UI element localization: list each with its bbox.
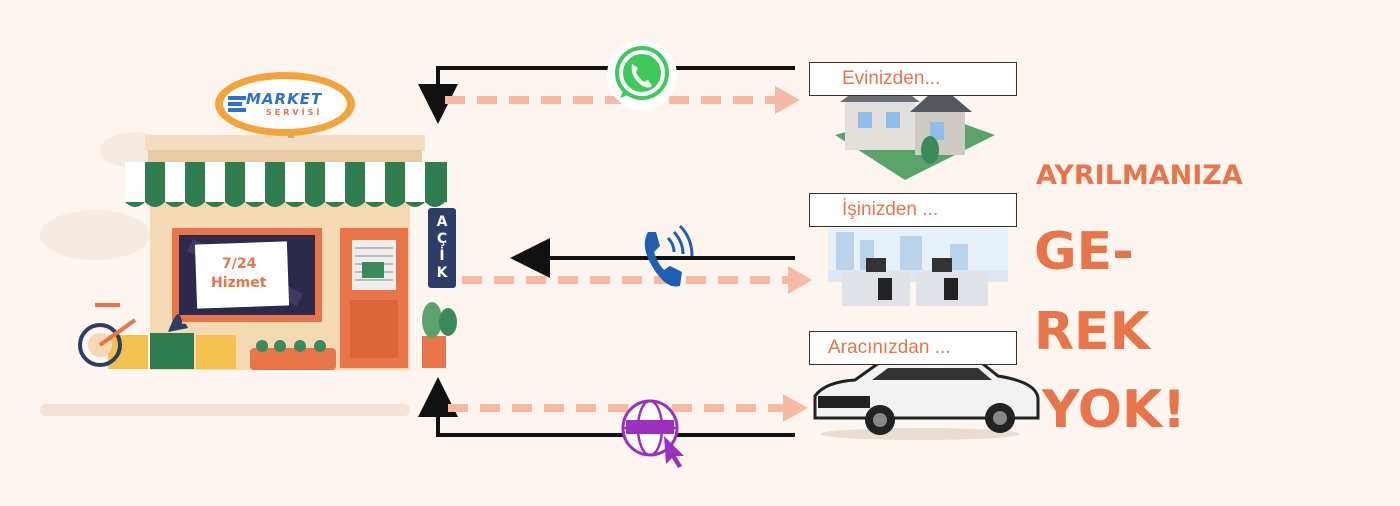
headline-line-1: AYRILMANIZA: [1036, 160, 1243, 191]
logo-text: MARKET: [246, 90, 323, 108]
web-icon: [621, 399, 684, 468]
poster-line-2: Hizmet: [211, 275, 267, 291]
headline-line-4: YOK!: [1042, 380, 1187, 440]
flow-arrows: [418, 66, 812, 437]
channel-label-home: Evinizden...: [809, 62, 1017, 96]
logo-subtext: SERVİSİ: [266, 108, 323, 117]
awning: [125, 162, 447, 207]
office-illustration: [828, 228, 1008, 306]
headline-line-3: REK: [1034, 302, 1150, 362]
poster-line-1: 7/24: [222, 256, 257, 272]
whatsapp-icon: [607, 40, 677, 110]
car-illustration: [813, 356, 1040, 440]
phone-icon: [644, 224, 694, 287]
house-illustration: [835, 72, 995, 180]
storefront-illustration: [78, 72, 457, 370]
channel-label-car: Aracınızdan ...: [809, 331, 1017, 365]
open-sign: AÇİK: [436, 214, 448, 281]
headline-line-2: GE-: [1034, 222, 1134, 282]
channel-label-work: İşinizden ...: [809, 193, 1017, 227]
